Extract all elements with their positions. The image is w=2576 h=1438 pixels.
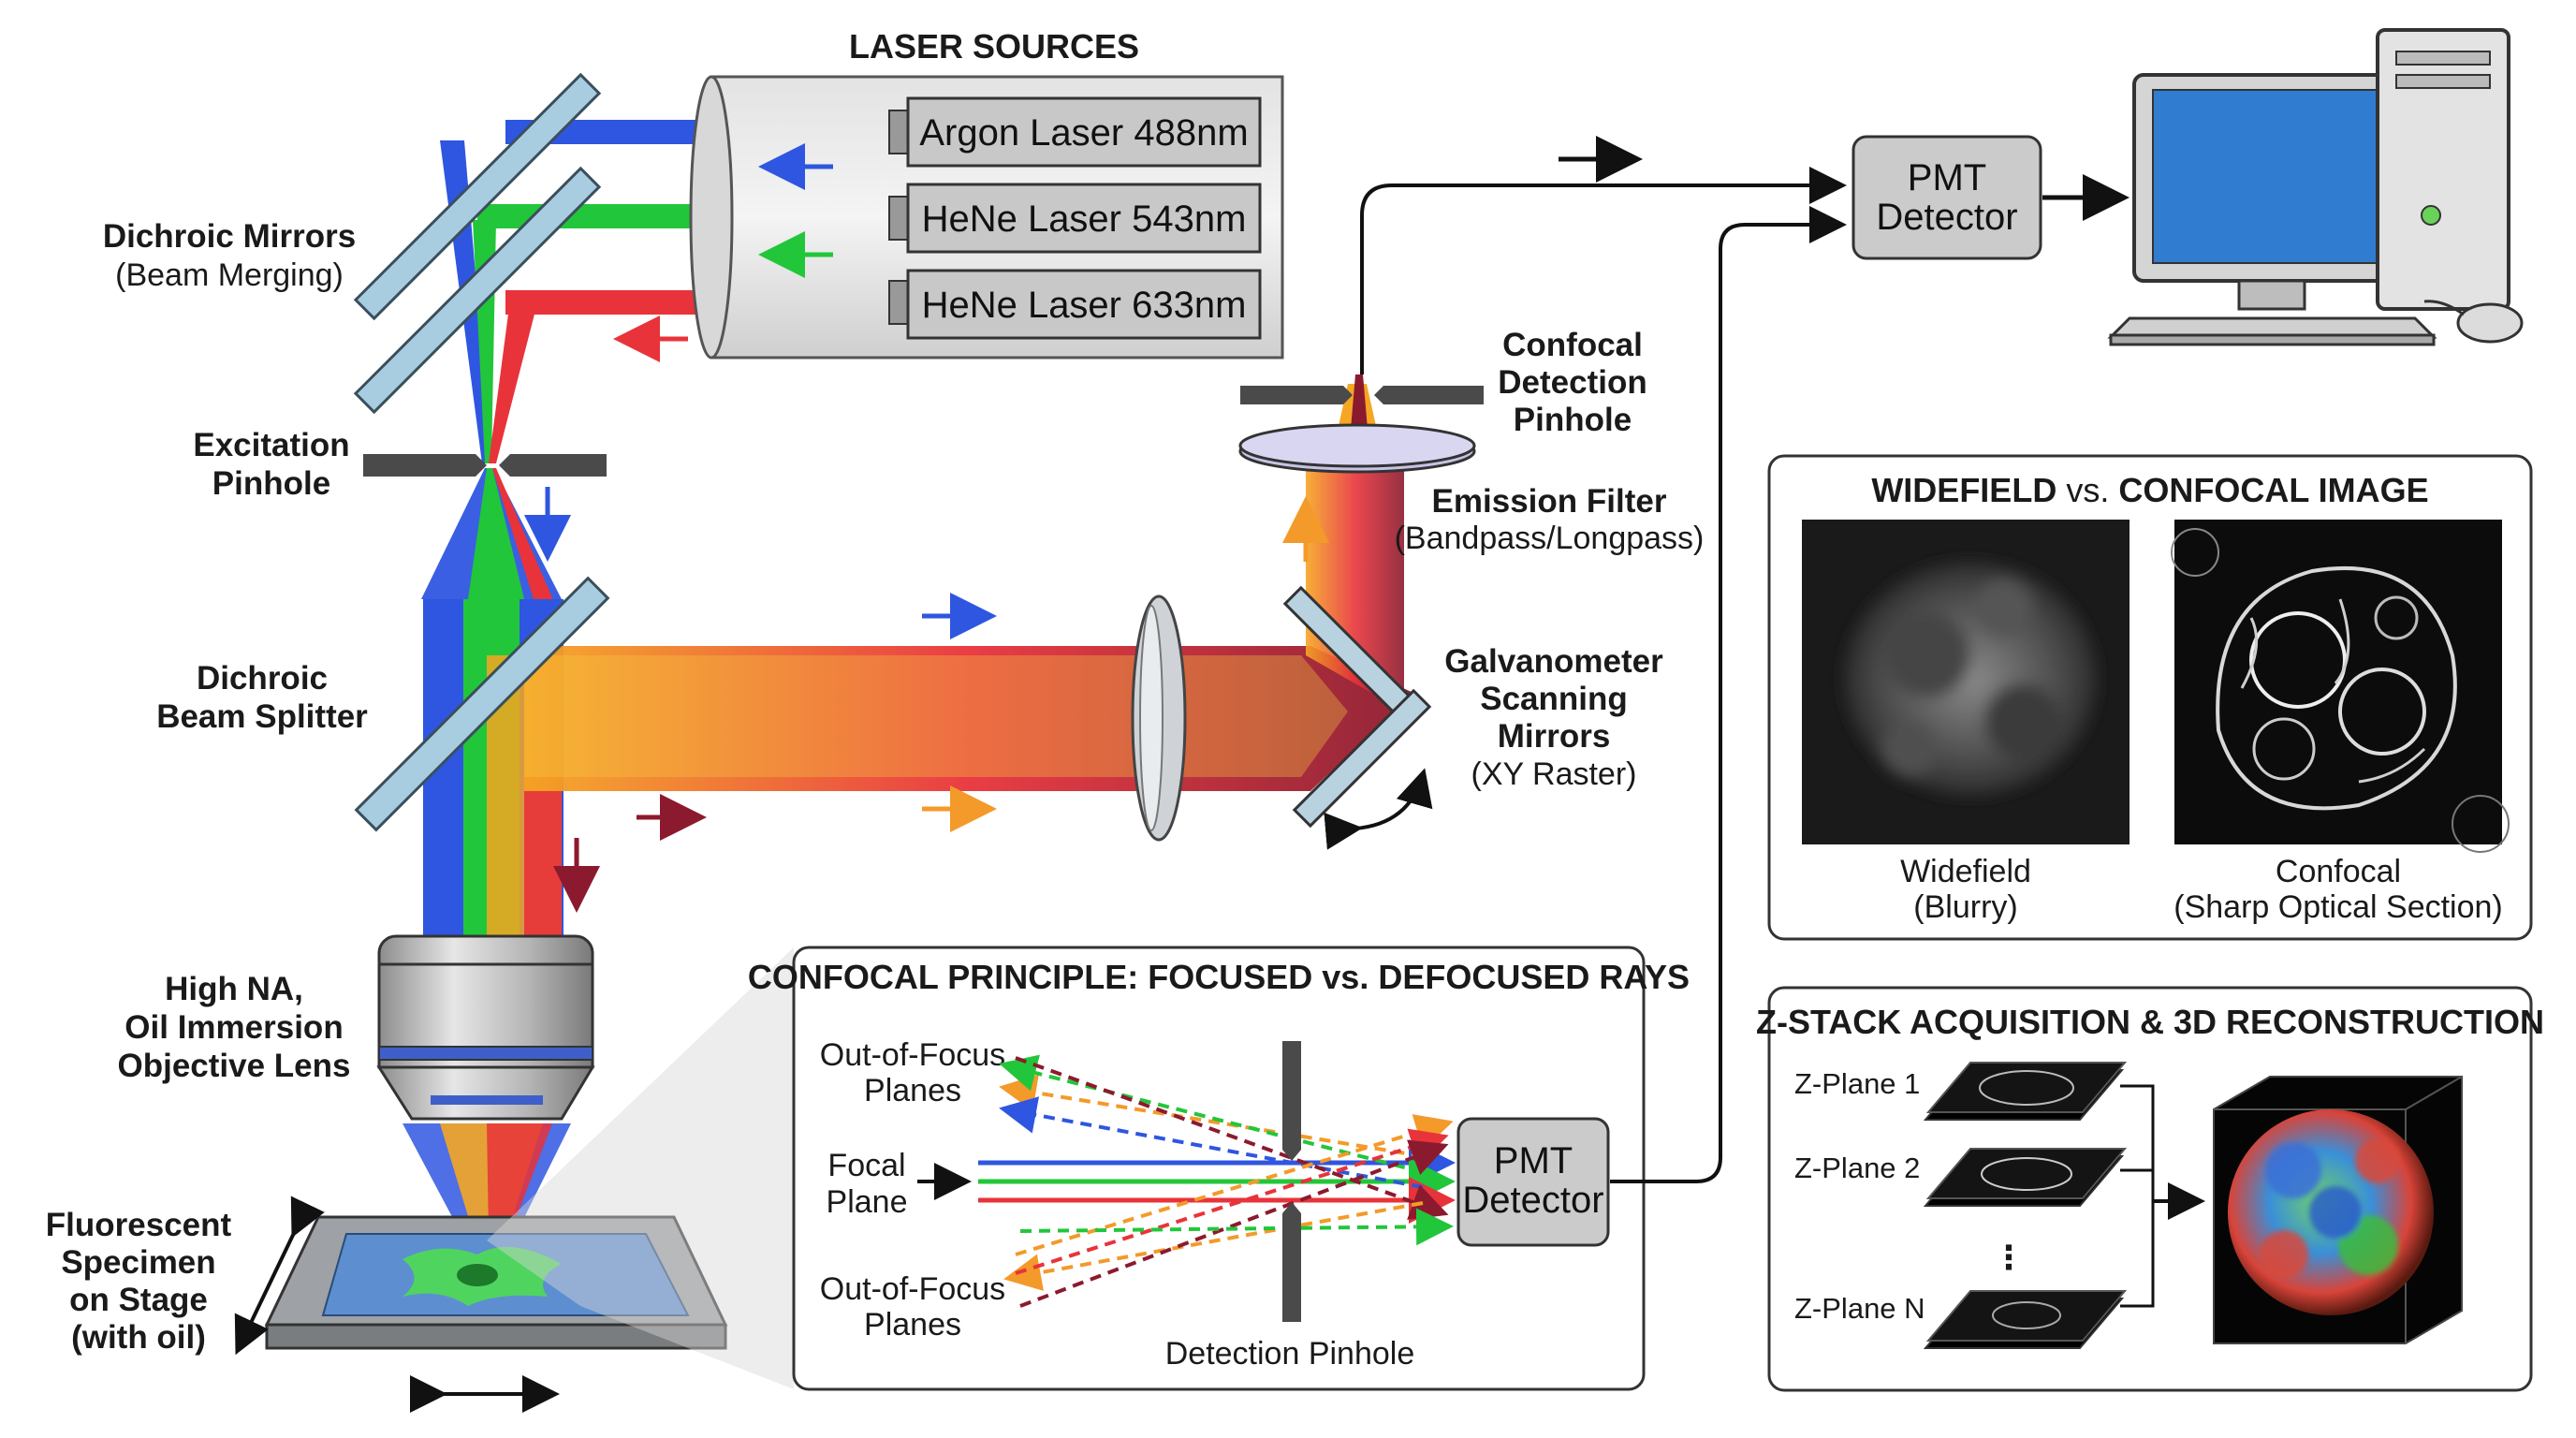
confocal-caption-2: (Sharp Optical Section) <box>2174 889 2503 925</box>
principle-pmt-detector: PMT Detector <box>1456 1117 1610 1247</box>
z-plane-2-slice <box>1923 1148 2128 1207</box>
dichroic-mirror-2 <box>353 166 602 415</box>
title-part-a: WIDEFIELD <box>1871 471 2056 509</box>
confocal-caption-1: Confocal <box>2276 854 2401 889</box>
galvo-label-3: Mirrors <box>1498 718 1611 755</box>
specimen-stage: Fluorescent Specimen on Stage (with oil) <box>46 1196 728 1413</box>
dichroic-mirror-1 <box>353 72 602 321</box>
widefield-vs-confocal-panel: WIDEFIELD vs. CONFOCAL IMAGE Widefield (… <box>1767 454 2533 941</box>
laser-label: HeNe Laser 543nm <box>922 198 1247 240</box>
emission-beam-horizontal <box>524 646 1413 791</box>
z-plane-2-label: Z-Plane 2 <box>1794 1152 1920 1184</box>
laser-hene-633: HeNe Laser 633nm <box>906 269 1262 340</box>
z-stack-panel: Z-STACK ACQUISITION & 3D RECONSTRUCTION … <box>1756 986 2544 1392</box>
z-plane-n-label: Z-Plane N <box>1794 1292 1925 1325</box>
z-plane-ellipsis: ⋮ <box>1993 1240 2026 1276</box>
dichroic-beam-splitter: Dichroic Beam Splitter <box>156 576 610 913</box>
widefield-caption-1: Widefield <box>1900 854 2031 889</box>
out-focus-top-1: Out-of-Focus <box>820 1037 1005 1073</box>
laser-label: Argon Laser 488nm <box>919 112 1248 154</box>
excitation-pinhole-label-1: Excitation <box>193 427 349 463</box>
principle-pinhole-label: Detection Pinhole <box>1165 1336 1415 1372</box>
laser-argon-488: Argon Laser 488nm <box>906 96 1262 168</box>
out-focus-top-2: Planes <box>864 1073 961 1108</box>
objective-label-3: Objective Lens <box>118 1048 351 1084</box>
specimen-label-1: Fluorescent <box>46 1207 232 1243</box>
pmt-label-1: PMT <box>1908 157 1986 198</box>
widefield-panel-title: WIDEFIELD vs. CONFOCAL IMAGE <box>1871 471 2428 509</box>
computer-workstation <box>2107 28 2524 346</box>
monitor-screen <box>2152 89 2388 264</box>
objective-label-2: Oil Immersion <box>124 1009 343 1046</box>
z-stack-title: Z-STACK ACQUISITION & 3D RECONSTRUCTION <box>1756 1003 2544 1041</box>
laser-hene-543: HeNe Laser 543nm <box>906 183 1262 254</box>
confocal-detection-pinhole: Confocal Detection Pinhole <box>1240 327 1647 438</box>
title-part-b: CONFOCAL IMAGE <box>2118 471 2428 509</box>
zoom-wedge <box>487 947 794 1389</box>
emission-filter: Emission Filter (Bandpass/Longpass) <box>1238 423 1705 556</box>
focal-label-1: Focal <box>827 1148 905 1183</box>
principle-pmt-label-1: PMT <box>1494 1140 1573 1181</box>
laser-source-housing: LASER SOURCES Argon Laser 488nm HeNe Las… <box>613 27 1284 362</box>
laser-label: HeNe Laser 633nm <box>922 285 1247 326</box>
specimen-label-3: on Stage <box>69 1282 208 1318</box>
specimen-label-4: (with oil) <box>71 1319 206 1356</box>
emission-filter-sublabel: (Bandpass/Longpass) <box>1395 521 1705 556</box>
confocal-pinhole-label-2: Detection <box>1498 364 1647 401</box>
red-beam-converge <box>489 300 538 463</box>
scan-lens <box>1131 594 1187 842</box>
galvo-label-1: Galvanometer <box>1444 643 1663 680</box>
mouse <box>2456 302 2524 344</box>
title-part-vs: vs. <box>2056 471 2118 509</box>
confocal-image <box>2171 520 2510 853</box>
widefield-caption-2: (Blurry) <box>1913 889 2017 925</box>
excitation-beam-expand-green <box>468 468 524 599</box>
galvo-sublabel: (XY Raster) <box>1471 756 1637 792</box>
power-light <box>2421 205 2441 226</box>
z-plane-1-label: Z-Plane 1 <box>1794 1067 1920 1100</box>
tower <box>2376 28 2510 311</box>
galvanometer-mirrors: Galvanometer Scanning Mirrors (XY Raster… <box>1282 585 1663 850</box>
dichroic-mirrors-label: Dichroic Mirrors <box>103 218 356 255</box>
dichroic-mirrors-sublabel: (Beam Merging) <box>115 257 344 293</box>
z-plane-n-slice <box>1923 1290 2128 1349</box>
confocal-principle-panel: CONFOCAL PRINCIPLE: FOCUSED vs. DEFOCUSE… <box>748 946 1690 1391</box>
out-focus-bottom-1: Out-of-Focus <box>820 1271 1005 1307</box>
pmt-label-2: Detector <box>1876 197 2017 238</box>
z-plane-1-slice <box>1923 1062 2128 1121</box>
principle-title: CONFOCAL PRINCIPLE: FOCUSED vs. DEFOCUSE… <box>748 958 1690 996</box>
emission-filter-label: Emission Filter <box>1432 483 1667 520</box>
widefield-image <box>1802 520 2130 844</box>
principle-detection-pinhole <box>1282 1041 1301 1322</box>
signal-line-pinhole-pmt <box>1360 167 1847 374</box>
galvo-label-2: Scanning <box>1480 681 1628 717</box>
laser-sources-title: LASER SOURCES <box>849 27 1139 66</box>
excitation-pinhole-label-2: Pinhole <box>212 465 330 502</box>
excitation-pinhole: Excitation Pinhole <box>193 427 607 562</box>
focal-label-2: Plane <box>827 1184 908 1220</box>
dichroic-mirrors: Dichroic Mirrors (Beam Merging) <box>103 72 602 415</box>
beam-splitter-label-1: Dichroic <box>197 660 328 697</box>
out-focus-bottom-2: Planes <box>864 1307 961 1343</box>
3d-reconstruction-cube <box>2213 1076 2463 1344</box>
objective-lens: High NA, Oil Immersion Objective Lens <box>118 934 595 1121</box>
confocal-pinhole-label-1: Confocal <box>1502 327 1643 363</box>
principle-pmt-label-2: Detector <box>1462 1180 1603 1221</box>
signal-line-principle-pmt <box>1610 206 1847 1183</box>
pmt-detector-top: PMT Detector <box>1852 135 2042 260</box>
specimen-label-2: Specimen <box>61 1244 215 1281</box>
confocal-pinhole-label-3: Pinhole <box>1514 402 1632 438</box>
objective-label-1: High NA, <box>165 971 303 1007</box>
beam-splitter-label-2: Beam Splitter <box>156 698 368 735</box>
